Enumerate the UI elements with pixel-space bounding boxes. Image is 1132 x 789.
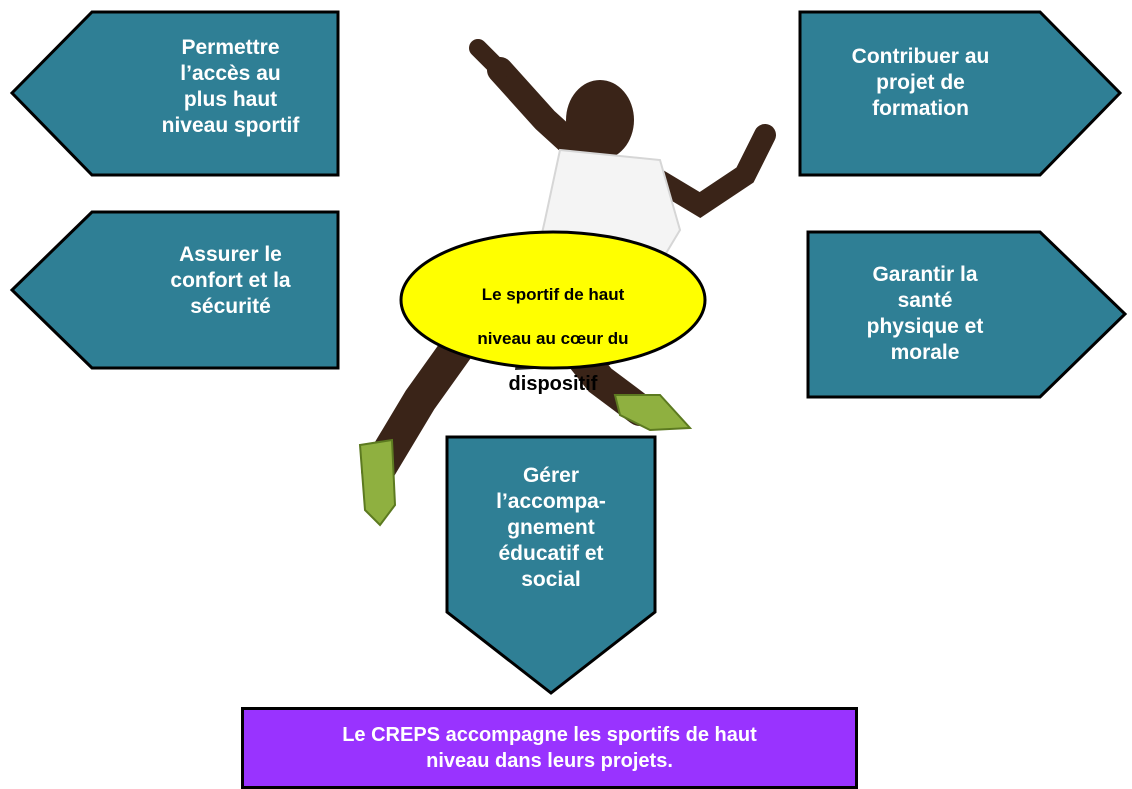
center-label-line1: Le sportif de haut [481, 285, 625, 304]
center-label: Le sportif de haut niveau au cœur du dis… [433, 262, 673, 418]
center-label-line2: niveau au cœur du [477, 329, 629, 348]
center-label-line3: dispositif [508, 373, 598, 395]
arrow-mid-right-label: Garantir la santé physique et morale [866, 263, 984, 364]
footer-text: Le CREPS accompagne les sportifs de haut… [342, 724, 757, 772]
arrow-top-left-shape [9, 10, 340, 177]
arrow-top-right-label: Contribuer au projet de formation [851, 45, 990, 120]
footer-box: Le CREPS accompagne les sportifs de haut… [241, 707, 858, 789]
arrow-top-left-label: Permettre l’accès au plus haut niveau sp… [161, 36, 300, 137]
arrow-bottom-label: Gérer l’accompa- gnement éducatif et soc… [496, 464, 606, 591]
arrow-mid-left-label: Assurer le confort et la sécurité [170, 243, 291, 318]
